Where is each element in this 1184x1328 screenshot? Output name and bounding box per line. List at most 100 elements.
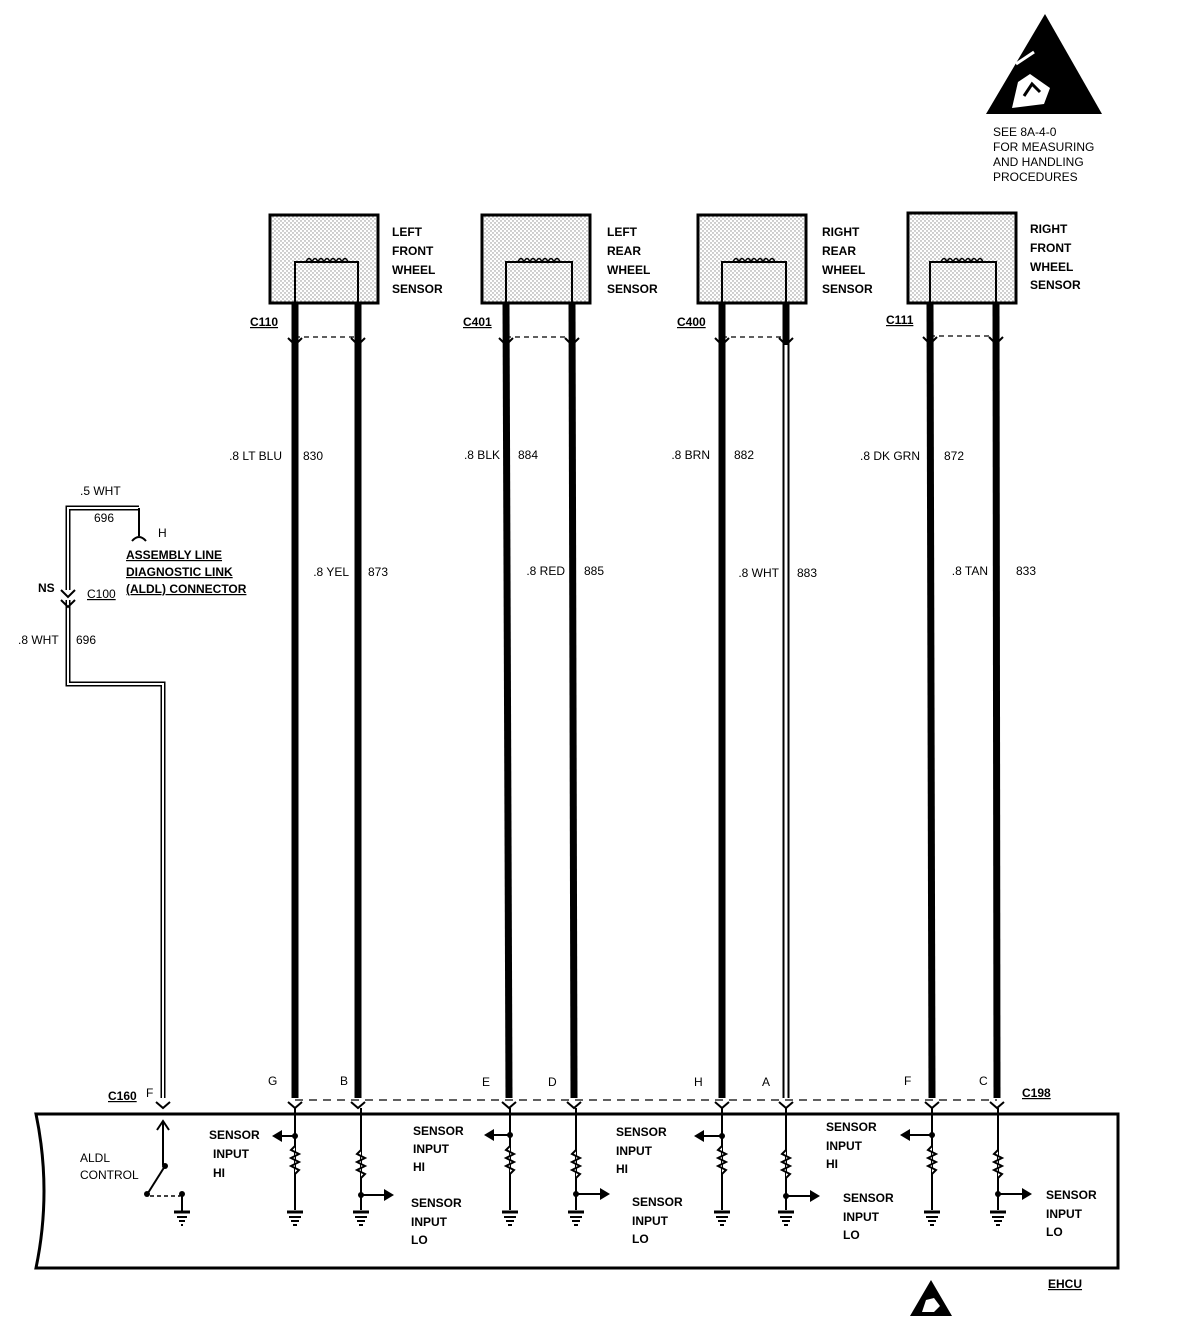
svg-text:872: 872 <box>944 449 964 463</box>
connector-c401: C401 <box>463 315 580 347</box>
svg-text:INPUT: INPUT <box>632 1214 669 1228</box>
esd-notice-text: SEE 8A-4-0 FOR MEASURING AND HANDLING PR… <box>993 125 1094 184</box>
esd-small-icon <box>910 1280 952 1316</box>
input-circuit-b <box>353 1108 394 1226</box>
svg-text:SENSOR: SENSOR <box>1046 1188 1097 1202</box>
wire-872-dk-grn <box>926 302 936 1099</box>
svg-text:SENSOR: SENSOR <box>413 1124 464 1138</box>
svg-text:INPUT: INPUT <box>1046 1207 1083 1221</box>
svg-text:WHEEL: WHEEL <box>392 263 435 277</box>
sensor-input-hi-labels: SENSOR INPUT HI SENSOR INPUT HI SENSOR I… <box>209 1120 877 1180</box>
svg-text:SENSOR: SENSOR <box>607 282 658 296</box>
esd-warning-icon <box>986 14 1102 114</box>
svg-text:REAR: REAR <box>607 244 641 258</box>
input-circuit-f <box>900 1108 940 1226</box>
svg-text:SENSOR: SENSOR <box>209 1128 260 1142</box>
svg-text:.8 RED: .8 RED <box>526 564 565 578</box>
connector-c400: C400 <box>677 315 794 347</box>
svg-text:WHEEL: WHEEL <box>1030 260 1073 274</box>
svg-text:LEFT: LEFT <box>392 225 423 239</box>
svg-text:AND HANDLING: AND HANDLING <box>993 155 1084 169</box>
left-front-wheel-sensor <box>268 213 380 305</box>
svg-text:C: C <box>979 1074 988 1088</box>
aldl-control-switch: ALDL CONTROL <box>80 1119 190 1226</box>
svg-text:883: 883 <box>797 566 817 580</box>
svg-text:E: E <box>482 1075 490 1089</box>
svg-text:C100: C100 <box>87 587 116 601</box>
aldl-labels: .5 WHT 696 H ASSEMBLY LINE DIAGNOSTIC LI… <box>18 484 247 1103</box>
aldl-wire-696 <box>60 505 166 1098</box>
svg-text:696: 696 <box>76 633 96 647</box>
svg-text:B: B <box>340 1074 348 1088</box>
svg-text:INPUT: INPUT <box>213 1147 250 1161</box>
svg-text:LO: LO <box>843 1228 860 1242</box>
wire-833-tan <box>992 302 1001 1099</box>
svg-text:882: 882 <box>734 448 754 462</box>
svg-text:ASSEMBLY LINE: ASSEMBLY LINE <box>126 548 222 562</box>
svg-text:WHEEL: WHEEL <box>607 263 650 277</box>
svg-text:SENSOR: SENSOR <box>822 282 873 296</box>
connector-c198: C198 <box>155 1086 1051 1110</box>
svg-text:830: 830 <box>303 449 323 463</box>
svg-text:LO: LO <box>1046 1225 1063 1239</box>
svg-text:SENSOR: SENSOR <box>392 282 443 296</box>
svg-text:.8 TAN: .8 TAN <box>952 564 988 578</box>
svg-text:ALDL: ALDL <box>80 1151 110 1165</box>
svg-text:D: D <box>548 1075 557 1089</box>
connector-c110: C110 <box>250 315 366 347</box>
svg-text:SENSOR: SENSOR <box>826 1120 877 1134</box>
left-front-sensor-label: LEFT FRONT WHEEL SENSOR <box>392 225 443 296</box>
input-circuit-a <box>778 1108 820 1226</box>
left-rear-sensor-label: LEFT REAR WHEEL SENSOR <box>607 225 658 296</box>
svg-text:SENSOR: SENSOR <box>843 1191 894 1205</box>
svg-text:873: 873 <box>368 565 388 579</box>
svg-text:C111: C111 <box>886 313 914 327</box>
svg-text:DIAGNOSTIC LINK: DIAGNOSTIC LINK <box>126 565 233 579</box>
svg-text:INPUT: INPUT <box>826 1139 863 1153</box>
svg-text:H: H <box>694 1075 703 1089</box>
svg-text:LEFT: LEFT <box>607 225 638 239</box>
right-front-wheel-sensor <box>906 211 1018 305</box>
svg-text:HI: HI <box>213 1166 225 1180</box>
svg-text:A: A <box>762 1075 770 1089</box>
svg-text:HI: HI <box>616 1162 628 1176</box>
svg-text:.8 BLK: .8 BLK <box>464 448 500 462</box>
svg-text:LO: LO <box>632 1232 649 1246</box>
input-circuit-h <box>694 1108 730 1226</box>
svg-text:.5 WHT: .5 WHT <box>80 484 121 498</box>
svg-text:LO: LO <box>411 1233 428 1247</box>
svg-text:F: F <box>146 1086 153 1100</box>
svg-text:833: 833 <box>1016 564 1036 578</box>
svg-text:C110: C110 <box>250 315 278 329</box>
svg-text:C400: C400 <box>677 315 706 329</box>
svg-text:INPUT: INPUT <box>616 1144 653 1158</box>
right-front-sensor-label: RIGHT FRONT WHEEL SENSOR <box>1030 222 1081 292</box>
svg-text:SEE 8A-4-0: SEE 8A-4-0 <box>993 125 1057 139</box>
svg-text:.8 WHT: .8 WHT <box>18 633 59 647</box>
svg-text:G: G <box>268 1074 277 1088</box>
sensor-input-lo-labels: SENSOR INPUT LO SENSOR INPUT LO SENSOR I… <box>411 1188 1097 1247</box>
svg-text:.8 LT BLU: .8 LT BLU <box>229 449 282 463</box>
input-circuit-d <box>568 1108 610 1226</box>
wire-885-red <box>568 302 578 1099</box>
svg-text:FRONT: FRONT <box>1030 241 1072 255</box>
left-rear-wheel-sensor <box>480 213 592 305</box>
svg-text:.8 WHT: .8 WHT <box>738 566 779 580</box>
svg-text:F: F <box>904 1074 911 1088</box>
svg-text:EHCU: EHCU <box>1048 1277 1082 1291</box>
svg-text:FRONT: FRONT <box>392 244 434 258</box>
svg-text:SENSOR: SENSOR <box>616 1125 667 1139</box>
pin-labels: G B E D H A F C <box>268 1074 988 1089</box>
svg-text:INPUT: INPUT <box>413 1142 450 1156</box>
svg-text:SENSOR: SENSOR <box>411 1196 462 1210</box>
svg-text:885: 885 <box>584 564 604 578</box>
svg-text:CONTROL: CONTROL <box>80 1168 139 1182</box>
svg-text:INPUT: INPUT <box>411 1215 448 1229</box>
svg-text:WHEEL: WHEEL <box>822 263 865 277</box>
svg-text:PROCEDURES: PROCEDURES <box>993 170 1078 184</box>
svg-text:FOR MEASURING: FOR MEASURING <box>993 140 1094 154</box>
svg-text:C198: C198 <box>1022 1086 1051 1100</box>
wire-labels: .8 LT BLU 830 .8 YEL 873 .8 BLK 884 .8 R… <box>229 448 1036 580</box>
connector-c111: C111 <box>886 313 1004 346</box>
svg-text:HI: HI <box>826 1157 838 1171</box>
